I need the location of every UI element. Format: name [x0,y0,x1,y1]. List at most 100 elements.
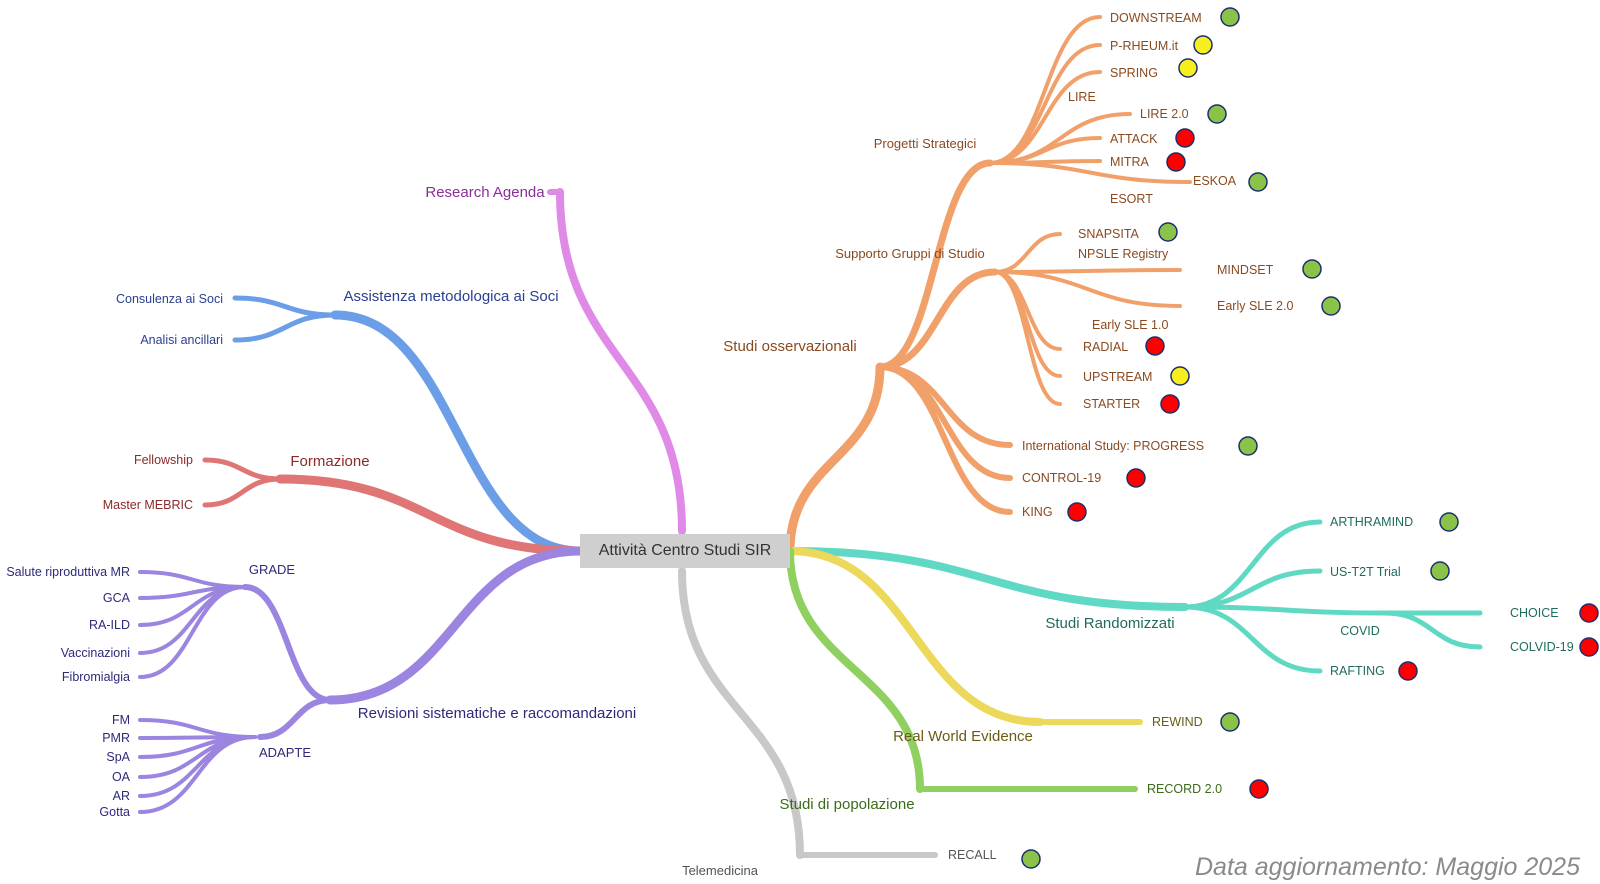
label-research_agenda: Research Agenda [425,184,545,201]
status-dot-control19-icon [1126,468,1146,488]
label-grade: GRADE [249,562,296,577]
label-assistenza: Assistenza metodologica ai Soci [343,288,558,305]
label-supporto: Supporto Gruppi di Studio [835,246,985,261]
branch-adapte [257,697,333,740]
status-dot-lire2-icon [1207,104,1227,124]
status-dot-snapsita-icon [1158,222,1178,242]
label-salute: Salute riproduttiva MR [6,565,130,579]
branch-studi-osservazionali [785,362,885,556]
status-dot-record-icon [1249,779,1269,799]
label-consulenza: Consulenza ai Soci [116,292,223,306]
branch-grade [242,584,333,703]
label-gca: GCA [103,591,131,605]
update-date-note: Data aggiornamento: Maggio 2025 [1195,853,1580,881]
label-popolazione: Studi di popolazione [779,796,914,813]
label-raild: RA-ILD [89,618,130,632]
branch-colvid [1382,610,1483,650]
label-record: RECORD 2.0 [1147,782,1222,796]
branch-revisioni [325,546,585,705]
branch-formazione [275,474,585,556]
branch-rafting [1182,604,1323,674]
label-spa: SpA [106,750,130,764]
branch-progetti [876,159,994,371]
branch-fm [138,718,257,739]
branch-assistenza [330,310,585,556]
status-dot-mindset-icon [1302,259,1322,279]
label-telemedicina: Telemedicina [682,863,759,878]
status-dot-rafting-icon [1398,661,1418,681]
label-oa: OA [112,770,131,784]
label-choice: CHOICE [1510,606,1559,620]
status-dot-progress-icon [1238,436,1258,456]
branch-master [202,476,283,508]
label-fm: FM [112,713,130,727]
branch-research-agenda [556,188,686,535]
label-mindset: MINDSET [1217,263,1274,277]
status-dot-attack-icon [1175,128,1195,148]
branch-eskoa [988,161,1192,184]
label-adapte: ADAPTE [259,745,311,760]
branch-king [877,364,1013,515]
branch-snapsita [993,232,1062,274]
label-fellowship: Fellowship [134,453,193,467]
status-dot-choice-icon [1579,603,1599,623]
branch-gotta [138,735,257,814]
label-formazione: Formazione [290,453,369,470]
status-dot-downstream-icon [1220,7,1240,27]
label-analisi: Analisi ancillari [140,333,223,347]
label-upstream: UPSTREAM [1083,370,1152,384]
status-dot-prheum-icon [1193,35,1213,55]
branch-fibromialgia [138,585,247,679]
branch-upstream [993,270,1062,378]
label-control19: CONTROL-19 [1022,471,1101,485]
label-fibromialgia: Fibromialgia [62,670,130,684]
label-progetti: Progetti Strategici [874,136,977,151]
branch-salute [138,570,247,589]
status-dot-mitra-icon [1166,152,1186,172]
label-downstream: DOWNSTREAM [1110,11,1202,25]
label-colvid: COLVID-19 [1510,640,1574,654]
branch-arthramind [1182,519,1323,610]
label-vaccinazioni: Vaccinazioni [61,646,130,660]
label-covid: COVID [1340,624,1380,638]
label-prheum: P-RHEUM.it [1110,39,1179,53]
label-mitra: MITRA [1110,155,1150,169]
label-studi_oss: Studi osservazionali [723,338,856,355]
label-earlysle1: Early SLE 1.0 [1092,318,1168,332]
branch-consulenza [232,295,338,318]
label-king: KING [1022,505,1053,519]
label-recall: RECALL [948,848,997,862]
branch-studi-randomizzati [786,547,1189,611]
label-eskoa: ESKOA [1193,174,1237,188]
label-ust2t: US-T2T Trial [1330,565,1401,579]
label-rwe: Real World Evidence [893,728,1033,745]
label-radial: RADIAL [1083,340,1128,354]
branch-analisi [232,312,338,343]
status-dot-arthramind-icon [1439,512,1459,532]
status-dot-radial-icon [1145,336,1165,356]
label-spring: SPRING [1110,66,1158,80]
branch-fellowship [202,457,283,482]
label-arthramind: ARTHRAMIND [1330,515,1413,529]
label-gotta: Gotta [99,805,130,819]
label-revisioni: Revisioni sistematiche e raccomandazioni [358,705,636,722]
branch-covid [1182,604,1388,616]
status-dot-upstream-icon [1170,366,1190,386]
label-randomizzati: Studi Randomizzati [1045,615,1174,632]
label-rafting: RAFTING [1330,664,1385,678]
branch-control19 [877,364,1013,481]
label-snapsita: SNAPSITA [1078,227,1140,241]
label-earlysle2: Early SLE 2.0 [1217,299,1293,313]
label-lire: LIRE [1068,90,1096,104]
label-ar: AR [113,789,130,803]
label-attack: ATTACK [1110,132,1158,146]
label-pmr: PMR [102,731,130,745]
branch-rwe [786,547,1044,726]
label-npsle: NPSLE Registry [1078,247,1169,261]
central-topic: Attività Centro Studi SIR [580,534,790,568]
branch-supporto [876,268,999,371]
label-rewind: REWIND [1152,715,1203,729]
status-dot-recall-icon [1021,849,1041,869]
branch-popolazione [786,547,924,793]
label-lire2: LIRE 2.0 [1140,107,1189,121]
